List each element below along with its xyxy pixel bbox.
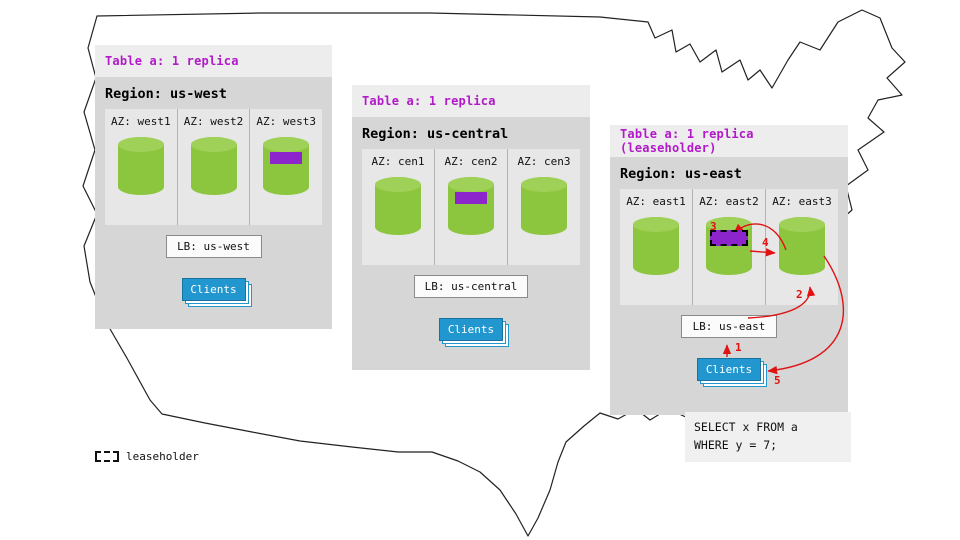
table-replica-header: Table a: 1 replica <box>95 45 332 77</box>
database-cylinder <box>779 217 825 275</box>
region-title: Region: us-central <box>362 126 509 142</box>
database-cylinder <box>117 137 164 195</box>
az-group: AZ: west1 AZ: west2 AZ: west3 <box>105 109 322 225</box>
sql-line-1: SELECT x FROM a <box>694 420 798 434</box>
region-title: Region: us-west <box>105 86 227 102</box>
load-balancer: LB: us-west <box>165 235 262 258</box>
az-label: AZ: west2 <box>183 115 244 128</box>
sql-query-box: SELECT x FROM a WHERE y = 7; <box>685 412 851 462</box>
region-panel-us-east: Table a: 1 replica (leaseholder) Region:… <box>610 125 848 415</box>
leaseholder-indicator <box>710 230 748 246</box>
table-replica-header: Table a: 1 replica (leaseholder) <box>610 125 848 157</box>
replica-indicator <box>270 152 303 164</box>
cylinder-top <box>117 137 164 152</box>
cylinder-top <box>633 217 679 232</box>
region-title: Region: us-east <box>620 166 742 182</box>
az-column-west2: AZ: west2 <box>176 109 250 225</box>
legend: leaseholder <box>95 450 199 463</box>
az-group: AZ: cen1 AZ: cen2 AZ: cen3 <box>362 149 580 265</box>
az-label: AZ: east1 <box>626 195 686 208</box>
az-label: AZ: cen3 <box>517 155 571 168</box>
az-column-east2: AZ: east2 <box>692 189 765 305</box>
flow-step-1: 1 <box>735 341 742 354</box>
az-label: AZ: cen1 <box>371 155 425 168</box>
flow-step-2: 2 <box>796 288 803 301</box>
az-column-cen3: AZ: cen3 <box>507 149 580 265</box>
az-label: AZ: west1 <box>111 115 171 128</box>
az-column-west3: AZ: west3 <box>249 109 322 225</box>
az-column-cen2: AZ: cen2 <box>434 149 507 265</box>
leaseholder-swatch-icon <box>95 451 119 462</box>
region-panel-us-central: Table a: 1 replica Region: us-central AZ… <box>352 85 590 370</box>
flow-step-5: 5 <box>774 374 781 387</box>
flow-step-3: 3 <box>710 220 717 233</box>
table-replica-label: Table a: 1 replica <box>105 54 239 68</box>
legend-label: leaseholder <box>126 450 199 463</box>
cylinder-top <box>779 217 825 232</box>
region-panel-us-west: Table a: 1 replica Region: us-west AZ: w… <box>95 45 332 329</box>
cylinder-top <box>263 137 310 152</box>
cylinder-top <box>190 137 237 152</box>
load-balancer: LB: us-central <box>413 275 529 298</box>
table-replica-header: Table a: 1 replica <box>352 85 590 117</box>
load-balancer: LB: us-east <box>681 315 777 338</box>
database-cylinder <box>448 177 494 235</box>
cylinder-top <box>375 177 421 192</box>
database-cylinder <box>190 137 237 195</box>
az-label: AZ: east2 <box>699 195 759 208</box>
sql-line-2: WHERE y = 7; <box>694 437 778 452</box>
clients-node: Clients <box>181 278 246 301</box>
az-label: AZ: east3 <box>772 195 832 208</box>
cylinder-top <box>521 177 567 192</box>
cylinder-top <box>448 177 494 192</box>
clients-node: Clients <box>697 358 761 381</box>
database-cylinder <box>633 217 679 275</box>
az-column-cen1: AZ: cen1 <box>362 149 434 265</box>
database-cylinder <box>263 137 310 195</box>
database-cylinder <box>521 177 567 235</box>
az-label: AZ: cen2 <box>444 155 498 168</box>
az-column-east1: AZ: east1 <box>620 189 692 305</box>
flow-step-4: 4 <box>762 236 769 249</box>
clients-node: Clients <box>439 318 503 341</box>
az-label: AZ: west3 <box>256 115 316 128</box>
table-replica-label: Table a: 1 replica <box>362 94 496 108</box>
az-column-west1: AZ: west1 <box>105 109 177 225</box>
database-cylinder <box>375 177 421 235</box>
replica-indicator <box>455 192 487 204</box>
table-replica-label: Table a: 1 replica (leaseholder) <box>620 127 754 155</box>
az-group: AZ: east1 AZ: east2 AZ: east3 <box>620 189 838 305</box>
